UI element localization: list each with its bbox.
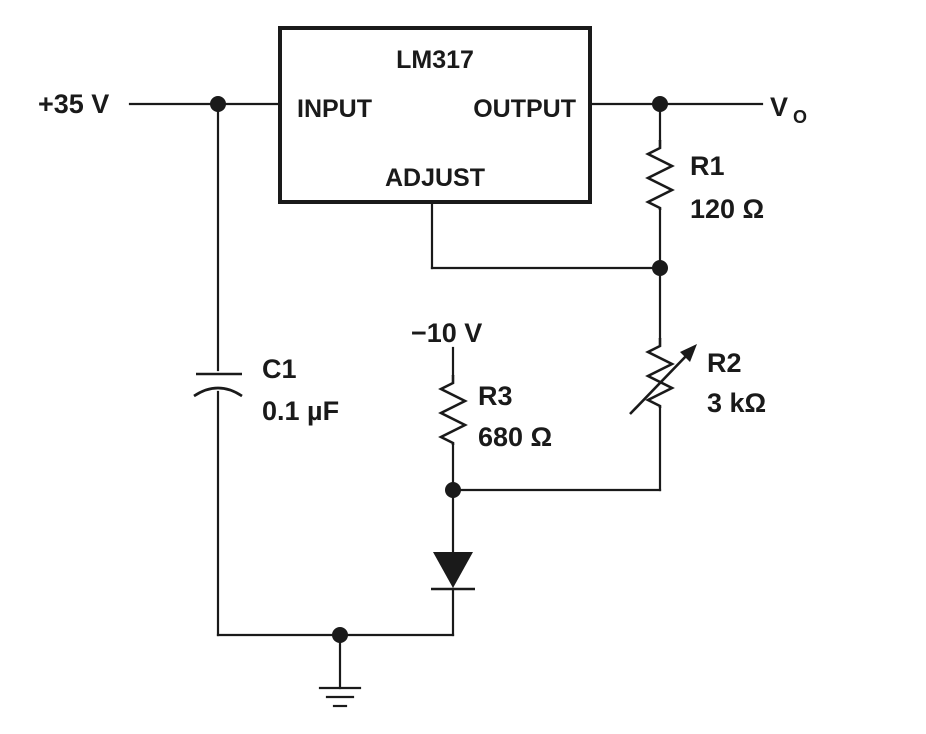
pin-output-label: OUTPUT — [473, 95, 576, 123]
junction-r3-node — [445, 482, 461, 498]
r1-value: 120 Ω — [690, 194, 764, 224]
r1-resistor-icon — [645, 140, 675, 210]
c1-value: 0.1 µF — [262, 396, 339, 426]
output-letter: V — [770, 92, 788, 122]
chip-name: LM317 — [396, 46, 474, 74]
diode-icon — [431, 552, 475, 591]
output-label: V O — [770, 92, 807, 127]
r2-adjust-arrowhead-icon — [680, 344, 697, 362]
r2-value: 3 kΩ — [707, 388, 766, 418]
output-subscript: O — [793, 107, 807, 127]
supply-positive-label: +35 V — [38, 89, 109, 119]
r1-ref: R1 — [690, 151, 725, 181]
r3-ref: R3 — [478, 381, 513, 411]
r2-resistor-icon — [645, 338, 675, 408]
pin-input-label: INPUT — [297, 95, 372, 123]
c1-capacitor-icon — [193, 372, 243, 398]
junction-ground — [332, 627, 348, 643]
junction-output — [652, 96, 668, 112]
r2-ref: R2 — [707, 348, 742, 378]
ground-icon — [318, 686, 362, 708]
r2-adjust-arrow-shaft — [629, 353, 689, 415]
r3-resistor-icon — [438, 375, 468, 445]
pin-adjust-label: ADJUST — [385, 164, 485, 192]
junction-input — [210, 96, 226, 112]
r3-value: 680 Ω — [478, 422, 552, 452]
lm317-chip — [278, 26, 592, 204]
junction-dots — [210, 96, 668, 643]
junction-adjust — [652, 260, 668, 276]
supply-negative-label: −10 V — [411, 318, 482, 348]
c1-ref: C1 — [262, 354, 297, 384]
